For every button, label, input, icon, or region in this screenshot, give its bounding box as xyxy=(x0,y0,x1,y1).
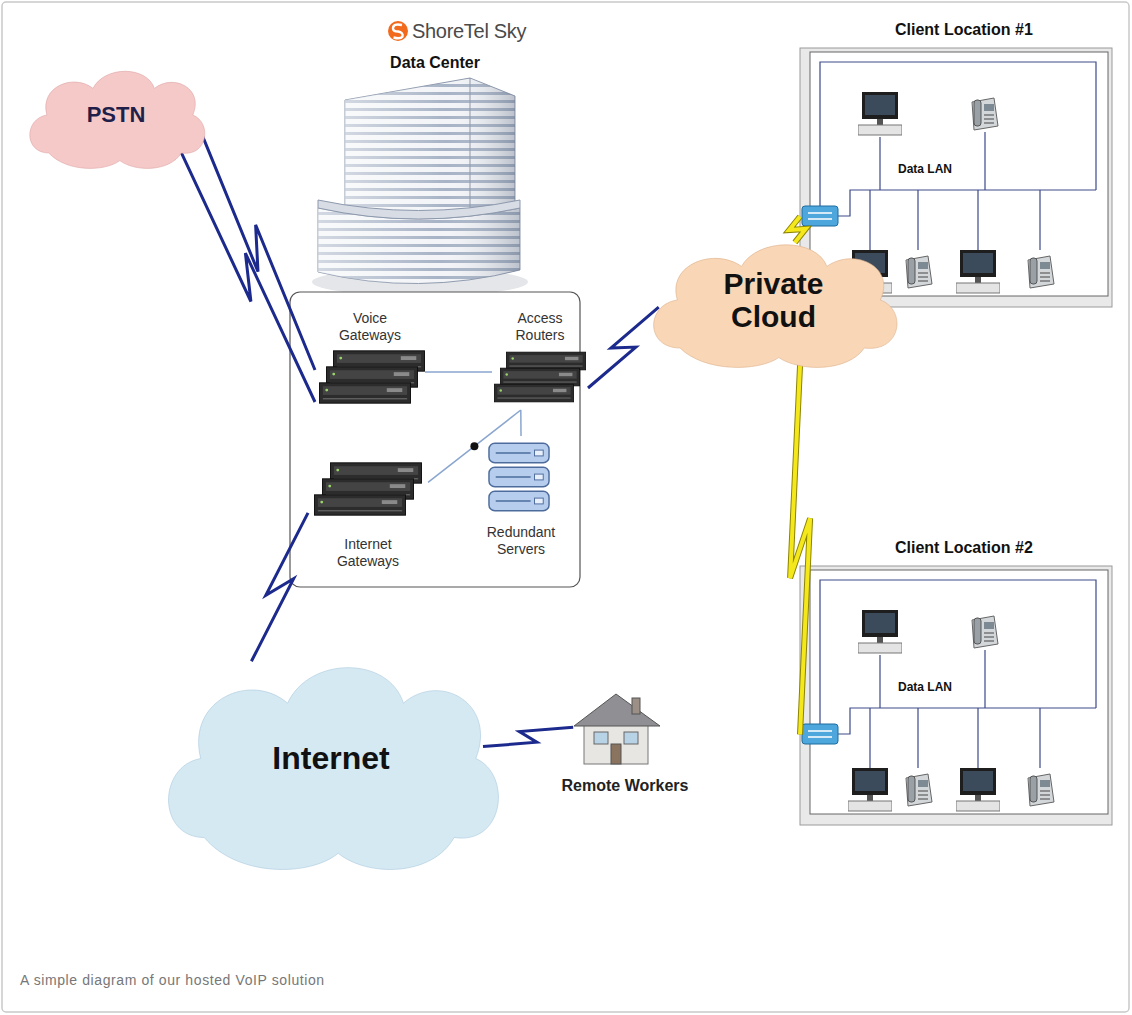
access-router-stack-part xyxy=(506,352,585,370)
wan-link xyxy=(588,307,659,388)
redundant-server-stack xyxy=(489,443,549,510)
connector-line xyxy=(199,126,315,370)
remote-house-part xyxy=(611,744,621,764)
device-node: Internet Gateways xyxy=(308,458,428,580)
lightning-link xyxy=(790,362,810,735)
redundant-server-stack-part xyxy=(489,491,549,510)
client-lan-part xyxy=(858,92,902,135)
connector-line xyxy=(428,410,521,482)
client-lan-part xyxy=(870,132,1040,250)
figure-caption: A simple diagram of our hosted VoIP solu… xyxy=(20,972,720,989)
connector-line xyxy=(790,362,810,735)
building-illustration xyxy=(312,78,528,296)
cloud-label: Internet xyxy=(150,640,512,877)
pstn-cloud: PSTN xyxy=(20,58,212,172)
wan-link xyxy=(251,513,308,661)
client-lan xyxy=(800,566,1112,825)
connector-line xyxy=(789,217,806,243)
internet-gateway-stack xyxy=(314,463,421,515)
internet-gateway-stack-part xyxy=(314,495,405,515)
remote-house xyxy=(574,694,660,764)
client-location: Client Location #1 Data LAN xyxy=(800,15,1112,307)
junction-dot xyxy=(470,442,478,450)
location-heading: Client Location #1 xyxy=(895,20,1107,39)
client-lan-part xyxy=(802,206,838,226)
lan-link xyxy=(428,410,521,482)
device-node: Voice Gateways xyxy=(315,310,425,410)
wan-link xyxy=(483,727,573,746)
brand-logo-text: ShoreTel Sky xyxy=(412,19,572,43)
remote-site: Remote Workers xyxy=(560,688,692,800)
device-label: Internet Gateways xyxy=(328,536,408,570)
voice-gateway-stack-part xyxy=(319,383,410,403)
shoretel-logo xyxy=(388,21,408,41)
lan-label: Data LAN xyxy=(898,680,976,694)
remote-house-part xyxy=(584,722,648,764)
lightning-link xyxy=(789,217,806,243)
remote-house-part xyxy=(624,732,638,744)
client-lan-part xyxy=(906,256,932,288)
device-node: Access Routers xyxy=(492,310,588,410)
voice-gateway-stack xyxy=(319,351,424,403)
remote-house-part xyxy=(574,694,660,726)
shoretel-logo-part xyxy=(388,21,408,41)
connector-line xyxy=(425,371,492,373)
connector-line xyxy=(588,307,659,388)
remote-house-part xyxy=(594,732,608,744)
redundant-server-stack-part xyxy=(489,443,549,462)
access-router-stack xyxy=(494,352,585,402)
lan-label: Data LAN xyxy=(898,162,976,176)
wan-link xyxy=(199,126,315,370)
lan-link xyxy=(425,372,492,373)
device-label: Redundant Servers xyxy=(481,524,561,558)
client-lan-part xyxy=(808,213,832,219)
private-cloud: Private Cloud xyxy=(640,228,907,372)
connector-line xyxy=(483,727,573,746)
location-heading: Client Location #2 xyxy=(895,538,1107,557)
connector-line xyxy=(251,513,308,661)
lan-link xyxy=(520,410,521,436)
cloud-label: PSTN xyxy=(20,58,212,172)
device-label: Access Routers xyxy=(505,310,575,344)
lightning-outline xyxy=(789,217,806,243)
access-router-stack-part xyxy=(500,368,579,386)
lightning-outline xyxy=(790,362,810,735)
client-lan-part xyxy=(956,250,1000,293)
cloud-label: Private Cloud xyxy=(640,228,907,372)
connector-line xyxy=(181,153,315,402)
access-router-stack-part xyxy=(494,384,573,402)
redundant-server-stack-part xyxy=(489,467,549,486)
remote-house-part xyxy=(632,698,640,714)
client-lan-part xyxy=(1028,256,1054,288)
device-label: Voice Gateways xyxy=(335,310,405,344)
wan-link xyxy=(181,153,315,402)
client-lan-part xyxy=(972,98,998,130)
connector-line xyxy=(520,410,522,436)
internet-cloud: Internet xyxy=(150,640,512,877)
site-label: Remote Workers xyxy=(560,776,690,795)
data-center-enclosure xyxy=(290,292,580,587)
data-center-group: Data CenterVoice Gateways Access RoutersI… xyxy=(290,45,582,587)
shoretel-logo-part xyxy=(393,24,403,38)
client-location: Client Location #2 Data LAN xyxy=(800,533,1112,825)
group-heading: Data Center xyxy=(290,53,580,72)
building-illustration-part xyxy=(318,200,520,219)
device-node: Redundant Servers xyxy=(476,436,566,568)
client-lan-part xyxy=(838,190,1096,216)
client-lan-part xyxy=(820,62,1096,206)
